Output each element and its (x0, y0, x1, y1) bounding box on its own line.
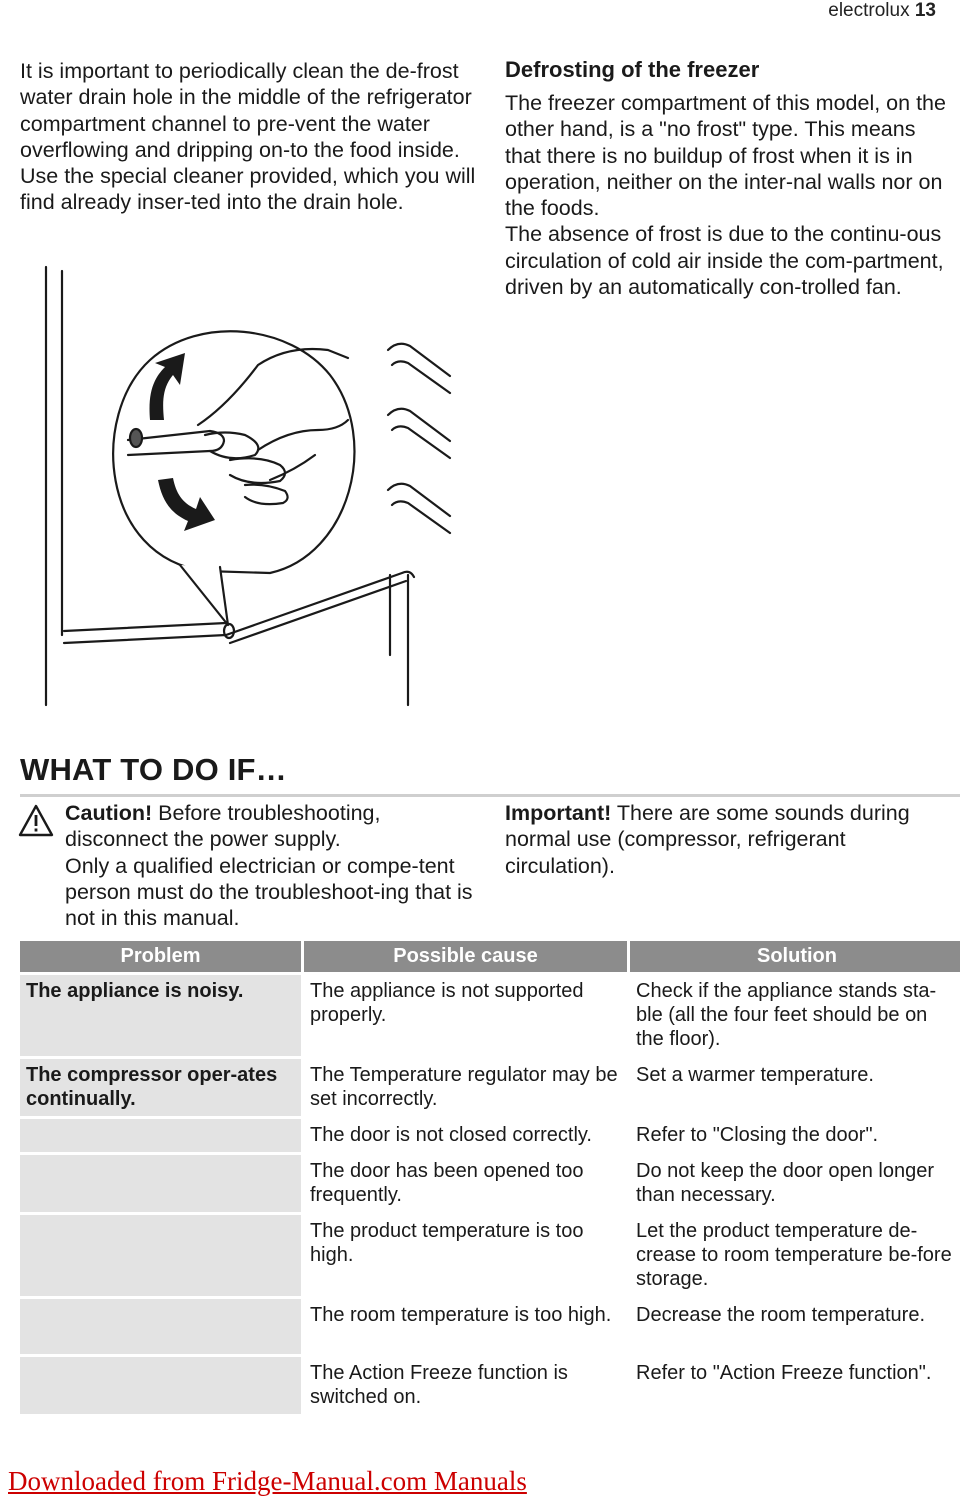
problem-cell (20, 1155, 301, 1215)
problem-cell (20, 1215, 301, 1299)
defrost-paragraph-2: The absence of frost is due to the conti… (505, 222, 944, 300)
important-note: Important! There are some sounds during … (505, 800, 955, 879)
solution-cell: Do not keep the door open longer than ne… (630, 1155, 960, 1215)
table-header-row: Problem Possible cause Solution (20, 941, 960, 975)
caution-note: Caution! Before troubleshooting, disconn… (65, 800, 475, 931)
cause-cell: The Temperature regulator may be set inc… (304, 1059, 627, 1119)
defrost-heading: Defrosting of the freezer (505, 57, 760, 82)
header-solution: Solution (630, 941, 960, 975)
troubleshooting-title: WHAT TO DO IF… (20, 752, 287, 787)
drain-hole-paragraph: It is important to periodically clean th… (20, 59, 476, 215)
problem-cell (20, 1119, 301, 1155)
important-text: There are some sounds during normal use … (505, 801, 910, 878)
solution-cell: Decrease the room temperature. (630, 1299, 960, 1357)
solution-cell: Check if the appliance stands sta-ble (a… (630, 975, 960, 1059)
drain-cleaning-illustration (44, 265, 452, 707)
cause-cell: The door has been opened too frequently. (304, 1155, 627, 1215)
table-row: The appliance is noisy. The appliance is… (20, 975, 960, 1059)
warning-triangle-icon (18, 804, 54, 837)
page-header: electrolux 13 (828, 0, 936, 22)
cause-cell: The product temperature is too high. (304, 1215, 627, 1299)
problem-cell: The compressor oper-ates continually. (20, 1059, 301, 1119)
defrost-body: The freezer compartment of this model, o… (505, 90, 955, 300)
defrost-paragraph-1: The freezer compartment of this model, o… (505, 91, 946, 221)
problem-cell (20, 1357, 301, 1417)
caution-text-2: Only a qualified electrician or compe-te… (65, 853, 473, 931)
page-number: 13 (914, 0, 936, 21)
solution-cell: Refer to "Action Freeze function". (630, 1357, 960, 1417)
problem-cell: The appliance is noisy. (20, 975, 301, 1059)
important-label: Important! (505, 801, 612, 825)
download-source-link[interactable]: Downloaded from Fridge-Manual.com Manual… (8, 1466, 527, 1496)
brand-name: electrolux (828, 0, 910, 21)
header-possible-cause: Possible cause (304, 941, 627, 975)
solution-cell: Let the product temperature de-crease to… (630, 1215, 960, 1299)
table-row: The Action Freeze function is switched o… (20, 1357, 960, 1417)
solution-cell: Refer to "Closing the door". (630, 1119, 960, 1155)
cause-cell: The door is not closed correctly. (304, 1119, 627, 1155)
problem-cell (20, 1299, 301, 1357)
section-divider (20, 794, 960, 797)
cause-cell: The Action Freeze function is switched o… (304, 1357, 627, 1417)
table-row: The product temperature is too high. Let… (20, 1215, 960, 1299)
caution-text-1: Before troubleshooting, disconnect the p… (65, 801, 381, 852)
troubleshooting-table: Problem Possible cause Solution The appl… (17, 941, 960, 1417)
caution-line-1: Caution! Before troubleshooting, disconn… (65, 800, 475, 853)
table-row: The compressor oper-ates continually. Th… (20, 1059, 960, 1119)
caution-label: Caution! (65, 801, 153, 825)
cause-cell: The appliance is not supported properly. (304, 975, 627, 1059)
table-row: The room temperature is too high. Decrea… (20, 1299, 960, 1357)
table-row: The door is not closed correctly. Refer … (20, 1119, 960, 1155)
cause-cell: The room temperature is too high. (304, 1299, 627, 1357)
table-row: The door has been opened too frequently.… (20, 1155, 960, 1215)
solution-cell: Set a warmer temperature. (630, 1059, 960, 1119)
header-problem: Problem (20, 941, 301, 975)
